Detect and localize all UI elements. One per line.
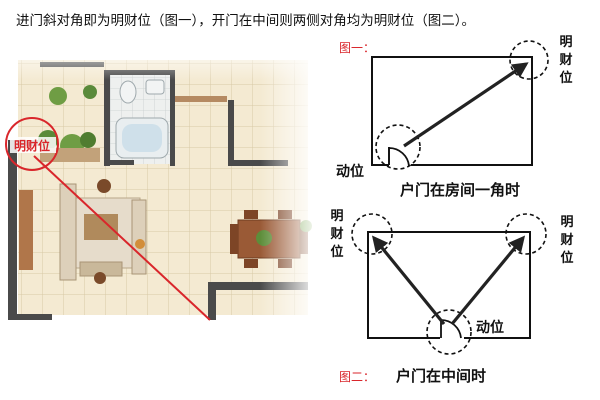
figure2-arrow-right — [450, 235, 526, 326]
figure2-wealth-left-1: 明 — [330, 209, 343, 224]
diagonal-line — [33, 155, 211, 321]
floor-plan: 明财位 — [0, 40, 320, 321]
figure-2: 明 财 位 明 财 位 动位 图二： 户门在中间时 — [330, 209, 573, 385]
figure1-wealth-label-1: 明 — [559, 35, 572, 50]
figure2-wealth-right-3: 位 — [560, 250, 573, 266]
figure2-wealth-right-2: 财 — [560, 232, 573, 248]
header-caption: 进门斜对角即为明财位（图一），开门在中间则两侧对角均为明财位（图二）。 — [16, 13, 475, 29]
figure1-wealth-circle — [509, 40, 549, 80]
figure2-wealth-left-2: 财 — [330, 226, 343, 242]
figure2-door-label: 动位 — [476, 319, 504, 336]
figure1-room — [371, 56, 533, 166]
bathroom-fixtures — [115, 79, 169, 159]
figure2-wealth-right-1: 明 — [560, 215, 573, 230]
figure2-door-circle — [426, 309, 472, 355]
figure1-door-label: 动位 — [336, 163, 364, 180]
counter — [175, 96, 227, 102]
figure1-arrow — [403, 62, 529, 148]
figure1-door-circle — [375, 124, 421, 170]
figure1-wealth-label-3: 位 — [559, 70, 572, 86]
figure2-wealth-circle-right — [505, 213, 547, 255]
sofa-set — [59, 179, 147, 284]
figure2-caption: 户门在中间时 — [396, 367, 486, 385]
figure1-tag: 图一： — [339, 41, 375, 55]
tv-cabinet — [19, 190, 33, 270]
figure2-wealth-circle-left — [351, 213, 393, 255]
figure-1: 图一： 明 财 位 动位 户门在房间一角时 — [336, 35, 573, 199]
figure1-caption: 户门在房间一角时 — [400, 181, 520, 199]
figure1-wealth-label-2: 财 — [559, 52, 572, 68]
wealth-marker-circle — [5, 117, 59, 171]
figure2-tag: 图二： — [339, 370, 375, 384]
figure2-arrow-left — [371, 235, 446, 326]
figure2-wealth-left-3: 位 — [330, 244, 343, 260]
wealth-marker-label: 明财位 — [14, 138, 50, 153]
